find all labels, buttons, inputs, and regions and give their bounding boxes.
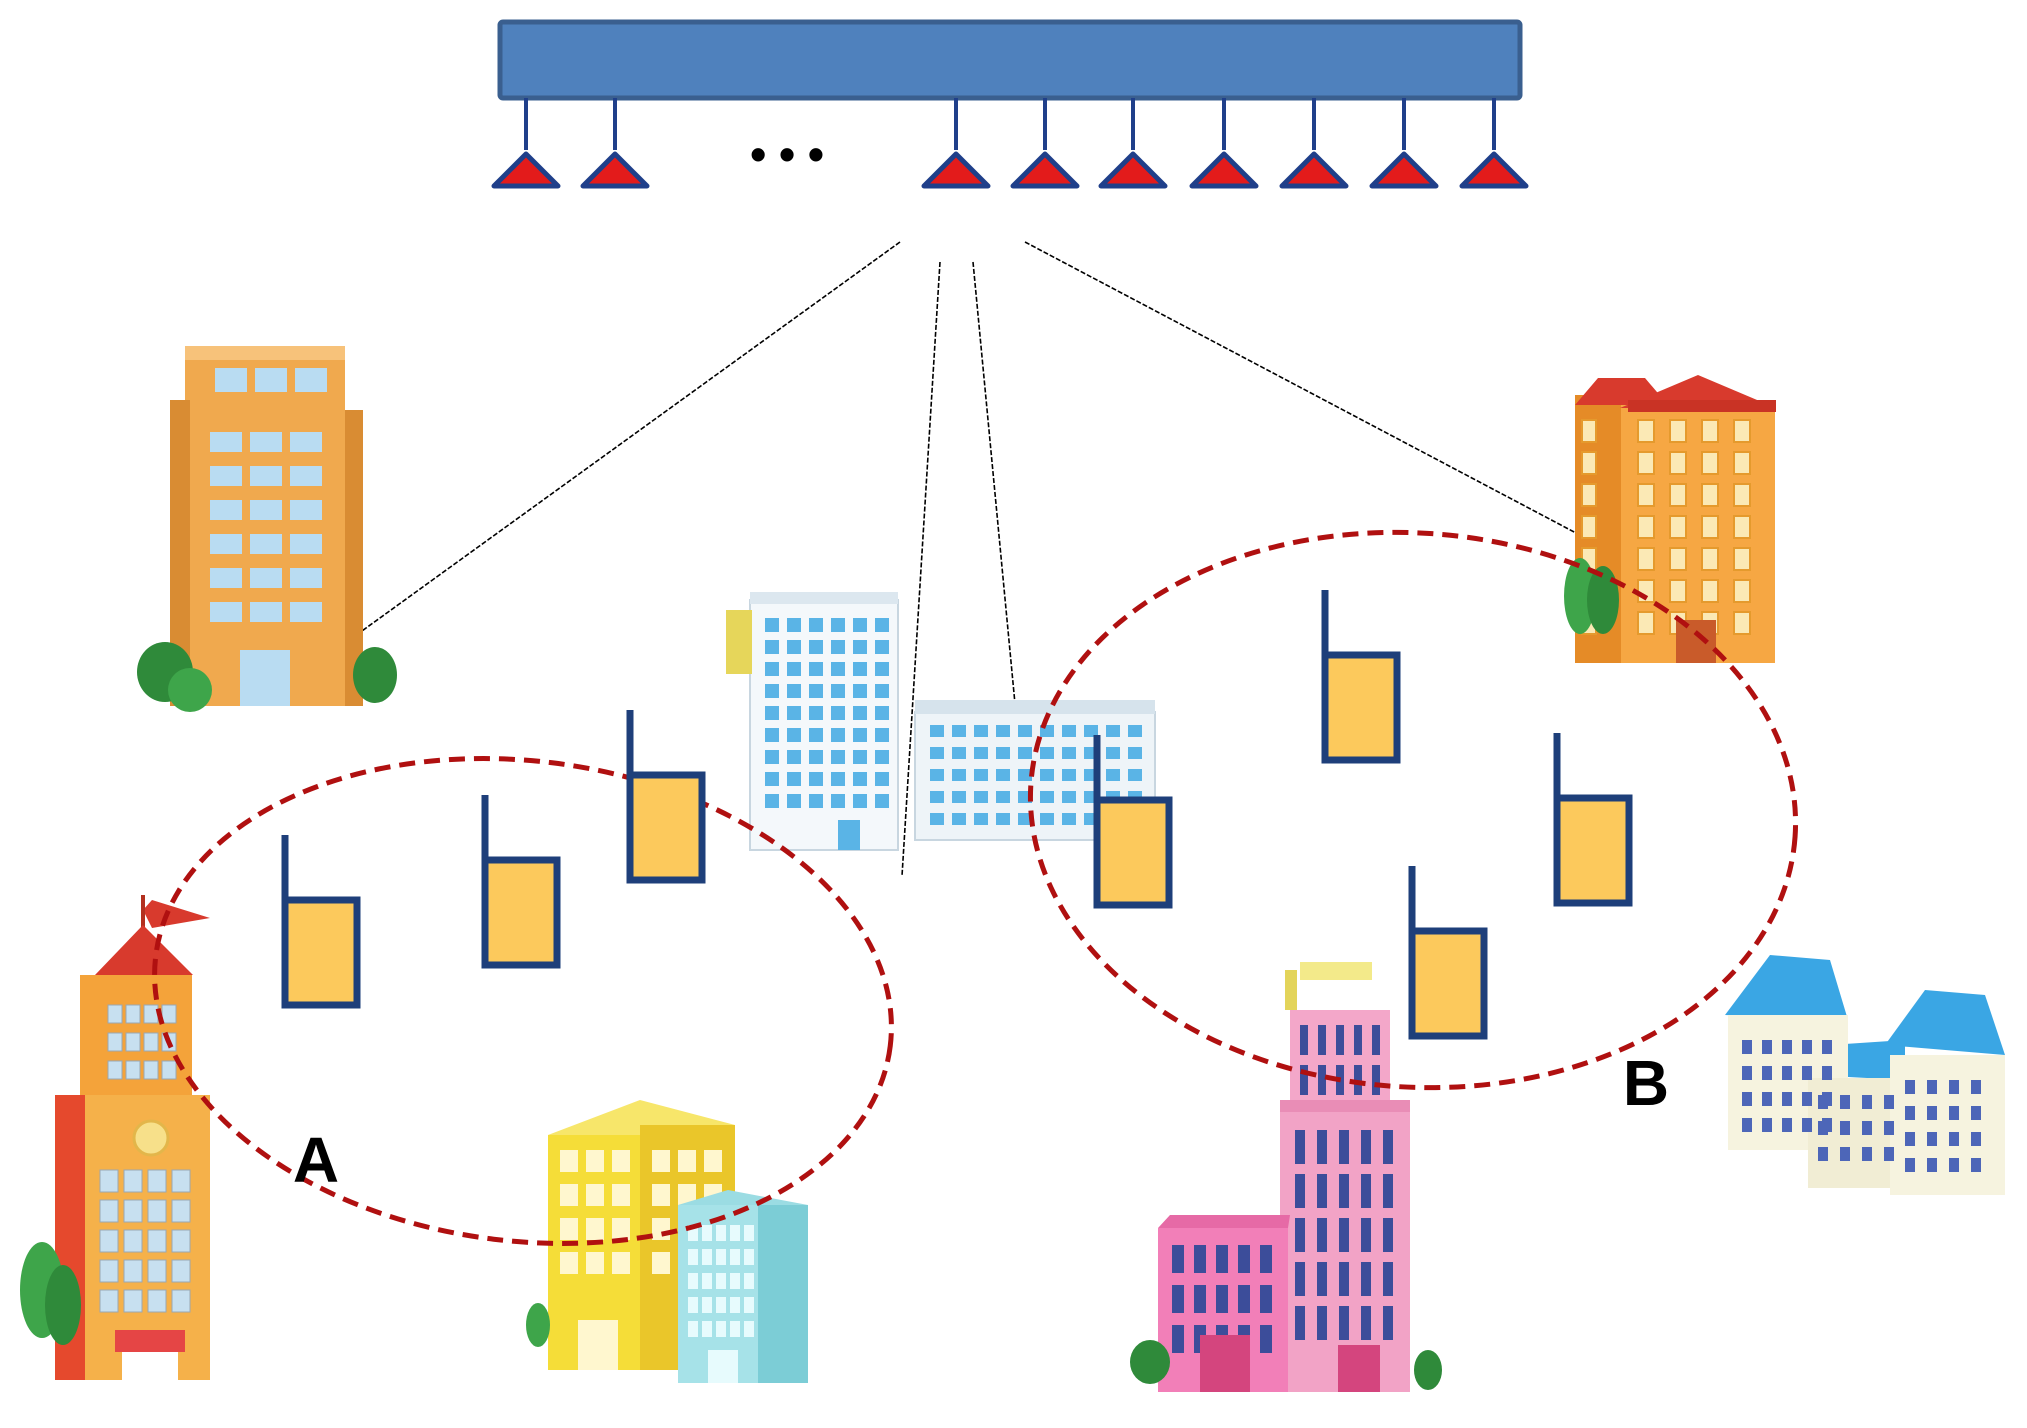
triangle-antenna-icon	[1279, 98, 1349, 189]
triangle-antenna-icon	[921, 98, 991, 189]
cluster-ring-a	[152, 756, 894, 1246]
triangle-antenna-icon	[1189, 98, 1259, 189]
cluster-label-a: A	[293, 1124, 339, 1196]
building-icon	[1564, 375, 1776, 663]
building-icon	[1725, 955, 2005, 1195]
antenna-elements	[491, 98, 1529, 189]
array-bar	[497, 19, 1523, 101]
handheld-terminal-icon	[1093, 735, 1173, 909]
handheld-terminal-icon	[1553, 733, 1633, 907]
beam-line	[271, 241, 901, 697]
array-ellipsis: • • •	[750, 128, 824, 180]
cluster-label-b: B	[1623, 1047, 1669, 1119]
building-icon	[726, 592, 1156, 851]
antenna-array: • • •	[491, 19, 1529, 189]
building-icon	[526, 1100, 808, 1383]
cluster-ring-b	[1027, 529, 1799, 1091]
beam-lines	[271, 241, 1613, 877]
cluster-rings	[152, 529, 1799, 1246]
buildings	[20, 346, 2005, 1392]
triangle-antenna-icon	[1098, 98, 1168, 189]
handheld-terminal-icon	[1321, 590, 1401, 764]
handheld-terminal-icon	[1408, 866, 1488, 1040]
triangle-antenna-icon	[491, 98, 561, 189]
triangle-antenna-icon	[1010, 98, 1080, 189]
beam-line	[972, 261, 1028, 831]
triangle-antenna-icon	[1369, 98, 1439, 189]
handheld-terminal-icon	[626, 710, 706, 884]
handheld-terminal-icon	[481, 795, 561, 969]
devices	[281, 590, 1633, 1040]
building-icon	[20, 895, 210, 1380]
triangle-antenna-icon	[580, 98, 650, 189]
beam-line	[901, 261, 941, 877]
building-icon	[1130, 962, 1442, 1392]
handheld-terminal-icon	[281, 835, 361, 1009]
triangle-antenna-icon	[1459, 98, 1529, 189]
beam-line	[1024, 241, 1613, 553]
building-icon	[137, 346, 397, 712]
